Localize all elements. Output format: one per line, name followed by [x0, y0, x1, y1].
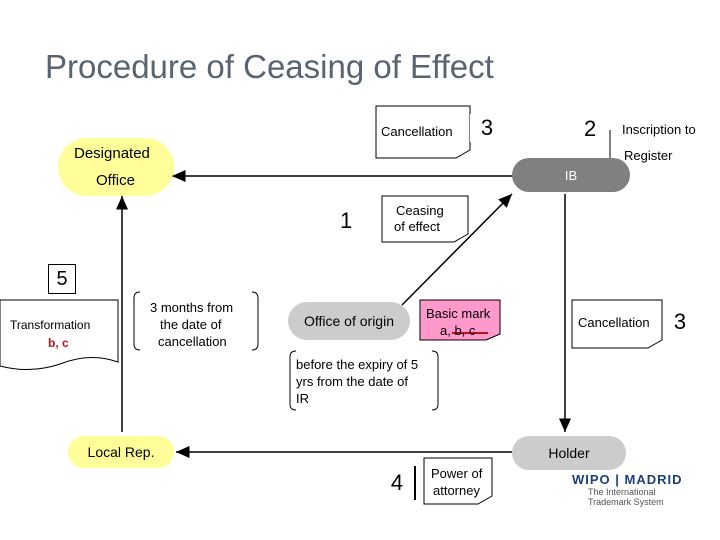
power-of-attorney-doc-shape [423, 457, 493, 505]
ceasing-label-1: Ceasing [396, 203, 444, 218]
expiry-label-2: yrs from the date of [296, 374, 408, 389]
cancellation-top-label: Cancellation [381, 124, 453, 139]
three-months-label-2: the date of [160, 317, 222, 332]
transformation-label-2: b, c [48, 336, 69, 350]
wipo-logo-text: WIPO | MADRID [572, 472, 683, 487]
basic-mark-label-2: a, b, c [440, 323, 476, 338]
expiry-label-1: before the expiry of 5 [296, 357, 419, 372]
designated-office-label-1: Designated [74, 145, 150, 162]
local-rep-label: Local Rep. [87, 444, 155, 460]
expiry-bracket-left [289, 350, 297, 411]
ib-label: IB [564, 167, 578, 183]
inscription-number: 2 [584, 116, 597, 141]
ib-node: IB [512, 158, 630, 192]
holder-label: Holder [548, 445, 590, 461]
wipo-logo: WIPO | MADRID The International Trademar… [572, 472, 712, 507]
three-months-label-1: 3 months from [150, 300, 234, 315]
inscription-label-1: Inscription to [622, 122, 696, 137]
arrow-origin-to-ib [401, 193, 513, 306]
power-of-attorney-label-1: Power of [431, 466, 483, 481]
wipo-logo-subtitle-1: The International [588, 487, 656, 497]
designated-office-label-2: Office [96, 172, 135, 189]
three-months-label-3: cancellation [158, 334, 227, 349]
local-rep-node: Local Rep. [68, 436, 174, 468]
basic-mark-label-1: Basic mark [426, 306, 491, 321]
cancellation-right-doc-shape [571, 299, 663, 349]
wipo-logo-subtitle-2: Trademark System [588, 497, 664, 507]
expiry-label-3: IR [296, 391, 309, 406]
cancellation-top-doc-shape [375, 105, 471, 159]
expiry-bracket-right [431, 350, 439, 411]
transformation-doc-shape [0, 299, 119, 370]
transformation-label-1: Transformation [10, 318, 91, 332]
step-5-box: 5 [48, 264, 76, 294]
designated-office-node [58, 138, 174, 196]
three-months-bracket-right [251, 291, 259, 351]
cancellation-right-label: Cancellation [578, 315, 650, 330]
slide-title: Procedure of Ceasing of Effect [45, 48, 494, 85]
office-of-origin-label: Office of origin [303, 313, 394, 329]
basic-mark-doc-shape [419, 299, 501, 341]
ceasing-label-2: of effect [394, 219, 441, 234]
step-5-label: 5 [56, 267, 68, 290]
cancellation-top-number: 3 [470, 114, 504, 142]
power-of-attorney-number: 4 [380, 466, 416, 500]
ceasing-number: 1 [340, 208, 353, 233]
three-months-bracket-left [133, 291, 141, 351]
power-of-attorney-label-2: attorney [433, 483, 480, 498]
inscription-label-2: Register [624, 148, 673, 163]
cancellation-right-number: 3 [664, 308, 696, 336]
ceasing-doc-shape [381, 195, 469, 243]
holder-node: Holder [512, 436, 626, 470]
office-of-origin-node: Office of origin [288, 302, 410, 340]
